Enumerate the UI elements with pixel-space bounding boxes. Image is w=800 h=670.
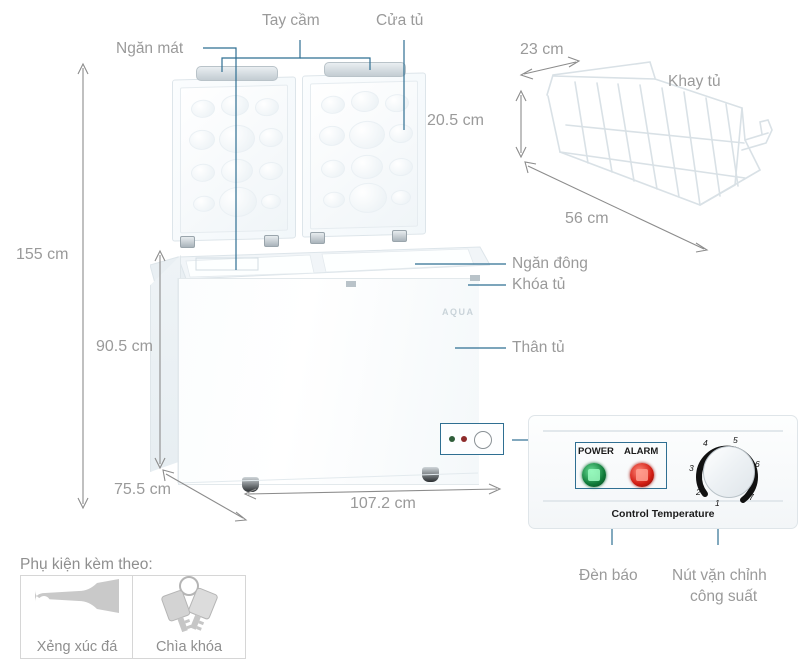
- hinge: [264, 235, 279, 247]
- hinge: [392, 230, 407, 242]
- ice-scoop-icon: [35, 579, 119, 613]
- dial-number-5: 5: [733, 435, 738, 445]
- lid-right: [302, 72, 426, 238]
- caster-wheel: [242, 477, 259, 492]
- power-indicator-light: [582, 463, 606, 487]
- dimension-basket-depth: 23 cm: [520, 41, 564, 58]
- temperature-dial[interactable]: 1 2 3 4 5 6 7: [687, 432, 767, 510]
- dial-number-4: 4: [703, 438, 708, 448]
- alarm-indicator-light: [630, 463, 654, 487]
- dial-number-2: 2: [696, 487, 701, 497]
- accessory-item-ice-scoop: Xẻng xúc đá: [20, 575, 134, 659]
- control-panel-highlight: [440, 423, 504, 455]
- lid-left-inner: [180, 84, 288, 234]
- hinge: [310, 232, 325, 244]
- callout-lid: Cửa tủ: [376, 12, 424, 29]
- dimension-basket-length: 56 cm: [565, 210, 609, 227]
- indicator-lamp-group: POWER ALARM: [575, 442, 667, 489]
- callout-freezer-compartment: Ngăn đông: [512, 255, 588, 272]
- dial-number-3: 3: [689, 463, 694, 473]
- lid-right-inner: [310, 80, 418, 230]
- keys-icon: [161, 576, 218, 633]
- power-lamp-mini-icon: [449, 436, 455, 442]
- alarm-label: ALARM: [624, 446, 659, 457]
- dial-number-1: 1: [715, 498, 720, 508]
- temperature-knob-mini-icon: [474, 431, 492, 449]
- callout-indicator-lights: Đèn báo: [579, 567, 638, 584]
- accessory-label: Xẻng xúc đá: [36, 639, 118, 655]
- aqua-logo: AQUA: [442, 307, 475, 317]
- dial-number-6: 6: [755, 459, 760, 469]
- control-panel-title: Control Temperature: [611, 508, 715, 520]
- callout-power-knob-line2: công suất: [690, 588, 758, 605]
- accessory-label: Chìa khóa: [155, 639, 223, 655]
- dimension-width: 107.2 cm: [350, 495, 416, 512]
- freezer-front-panel: [178, 278, 479, 485]
- accessories-heading: Phụ kiện kèm theo:: [20, 556, 153, 573]
- handle-left: [196, 66, 278, 81]
- panel-top-divider: [543, 430, 783, 432]
- freezer-side-panel: [150, 255, 181, 472]
- callout-power-knob-line1: Nút vặn chỉnh: [672, 567, 767, 584]
- freezer-illustration: AQUA: [149, 245, 510, 510]
- accessory-item-keys: Chìa khóa: [132, 575, 246, 659]
- dimension-depth: 75.5 cm: [114, 481, 171, 498]
- dial-number-7: 7: [749, 492, 754, 502]
- callout-handle: Tay cầm: [262, 12, 320, 29]
- dimension-basket-height: 20.5 cm: [427, 112, 484, 129]
- power-label: POWER: [578, 446, 614, 457]
- handle-right: [324, 62, 406, 77]
- dimension-overall-height: 155 cm: [16, 246, 69, 263]
- dimension-body-height: 90.5 cm: [96, 338, 153, 355]
- callout-lock: Khóa tủ: [512, 276, 566, 293]
- alarm-lamp-mini-icon: [461, 436, 467, 442]
- panel-bottom-divider: [543, 500, 783, 502]
- callout-cabinet-body: Thân tủ: [512, 339, 565, 356]
- caster-wheel: [422, 467, 439, 482]
- dial-knob[interactable]: [703, 446, 755, 498]
- callout-basket: Khay tủ: [668, 73, 721, 90]
- control-panel: POWER ALARM 1 2 3 4 5 6 7 Control Temper…: [528, 415, 798, 529]
- callout-cooler-compartment: Ngăn mát: [116, 40, 184, 57]
- hinge: [180, 236, 195, 248]
- lid-left: [172, 76, 296, 242]
